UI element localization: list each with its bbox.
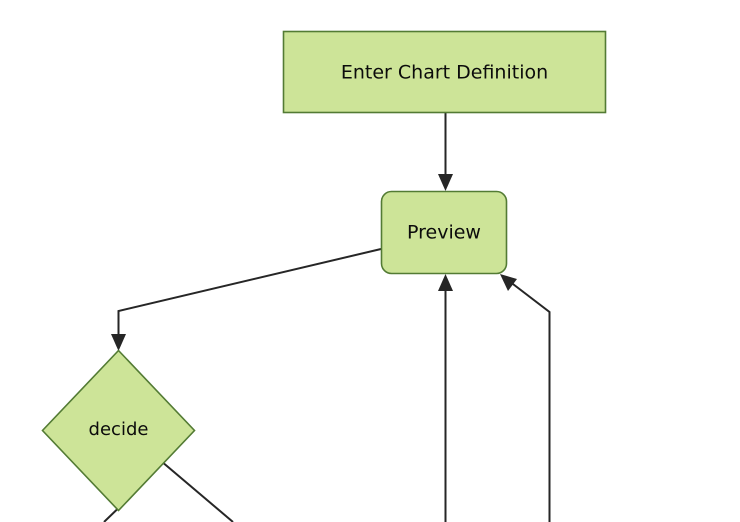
edge-preview-to-decide [111,248,382,351]
node-decide-label: decide [89,419,149,440]
node-decide-shape[interactable] [41,349,196,512]
node-preview-shape[interactable] [380,190,508,275]
edge-line-decide-bottom-right [160,460,234,522]
edge-enter-to-preview [438,113,453,191]
node-enter-chart-definition-shape[interactable] [282,30,607,114]
node-preview-label: Preview [407,222,481,244]
node-enter-chart-definition[interactable]: Enter Chart Definition [282,30,607,114]
edge-decide-to-offscreen-bottom-right [160,460,234,522]
node-enter-chart-definition-label: Enter Chart Definition [341,62,548,84]
edge-line-decide-bottom-left [103,507,120,522]
edge-line-return-right [508,280,551,522]
arrowhead-return-right [500,274,517,291]
arrowhead-return-center [438,274,453,291]
edge-offscreen-left-to-preview [438,274,453,522]
edge-offscreen-right-to-preview [500,274,551,522]
arrowhead-preview-decide [111,334,126,351]
arrowhead-enter-preview [438,174,453,191]
edge-decide-to-offscreen-bottom-left [103,507,120,522]
node-preview[interactable]: Preview [380,190,508,275]
node-decide[interactable]: decide [41,349,196,512]
edge-line-preview-decide [117,248,382,340]
